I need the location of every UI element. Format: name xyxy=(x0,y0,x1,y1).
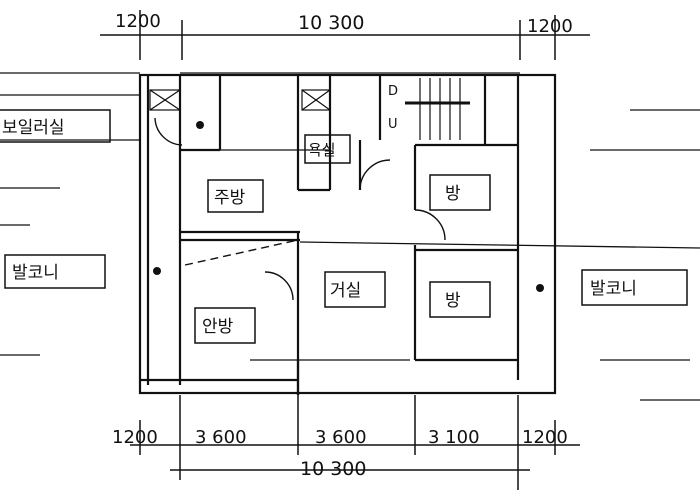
dim-bottom-3: 3 600 xyxy=(315,427,367,448)
label-kitchen: 주방 xyxy=(214,188,246,208)
label-master-bedroom: 안방 xyxy=(202,317,234,337)
boiler-marker xyxy=(196,121,204,129)
doors xyxy=(154,117,446,301)
grid-lines xyxy=(0,72,700,401)
label-balcony-left: 발코니 xyxy=(12,263,59,283)
dim-top-right: 1200 xyxy=(527,16,573,37)
closets xyxy=(149,89,331,111)
walls xyxy=(138,73,557,395)
dim-top-left: 1200 xyxy=(115,11,161,32)
label-living-room: 거실 xyxy=(330,281,361,301)
stairs-down-label: D xyxy=(388,84,398,99)
dim-bottom-2: 3 600 xyxy=(195,427,247,448)
top-dimension: 1200 10 300 1200 xyxy=(100,10,590,60)
dim-top-total: 10 300 xyxy=(298,12,364,34)
dim-bottom-1: 1200 xyxy=(112,427,158,448)
stairs: D U xyxy=(388,78,470,140)
balcony-left-marker xyxy=(153,267,161,275)
label-room-1: 방 xyxy=(445,184,461,204)
room-labels: 보일러실 주방 욕실 방 발코니 거실 방 발코니 안방 xyxy=(0,109,688,344)
dim-bottom-5: 1200 xyxy=(522,427,568,448)
label-boiler-room: 보일러실 xyxy=(2,118,65,138)
label-bath: 욕실 xyxy=(308,141,336,159)
label-balcony-right: 발코니 xyxy=(590,279,637,299)
stairs-up-label: U xyxy=(388,117,398,132)
label-room-2: 방 xyxy=(445,291,461,311)
dim-bottom-total: 10 300 xyxy=(300,458,366,480)
balcony-right-marker xyxy=(536,284,544,292)
dim-bottom-4: 3 100 xyxy=(428,427,480,448)
bottom-dimension: 1200 3 600 3 600 3 100 1200 10 300 xyxy=(112,395,580,490)
